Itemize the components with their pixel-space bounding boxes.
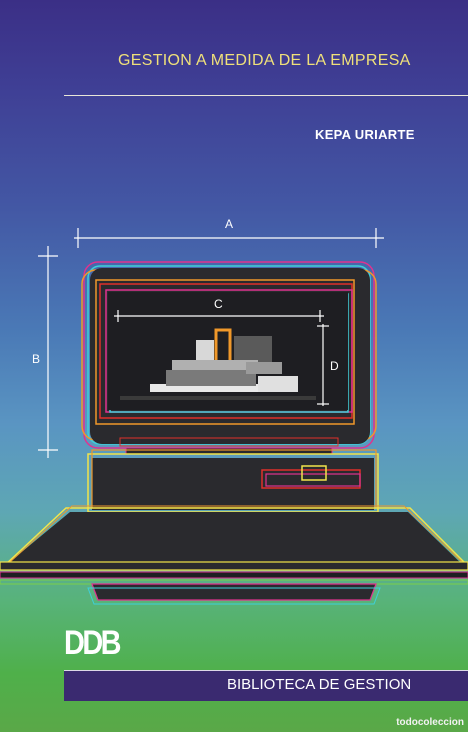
keyboard [0, 505, 468, 605]
title-divider [64, 95, 468, 96]
screen-model [120, 328, 316, 400]
dimension-a-label: A [225, 217, 233, 231]
series-title: BIBLIOTECA DE GESTION [227, 676, 412, 693]
screen [108, 292, 348, 410]
watermark: todocoleccion [396, 717, 464, 728]
book-author: KEPA URIARTE [315, 127, 415, 142]
dimension-d [317, 324, 329, 406]
computer-illustration: A B C [0, 217, 468, 605]
publisher-logo: DDB [64, 624, 122, 662]
cpu-box [87, 449, 379, 513]
dimension-b-label: B [32, 352, 40, 366]
dimension-c-label: C [214, 297, 223, 311]
book-title: GESTION A MEDIDA DE LA EMPRESA [118, 52, 411, 69]
dimension-b [38, 246, 58, 458]
dimension-a [74, 228, 384, 248]
dimension-c [114, 310, 324, 322]
series-banner: BIBLIOTECA DE GESTION [64, 670, 468, 701]
dimension-d-label: D [330, 359, 339, 373]
